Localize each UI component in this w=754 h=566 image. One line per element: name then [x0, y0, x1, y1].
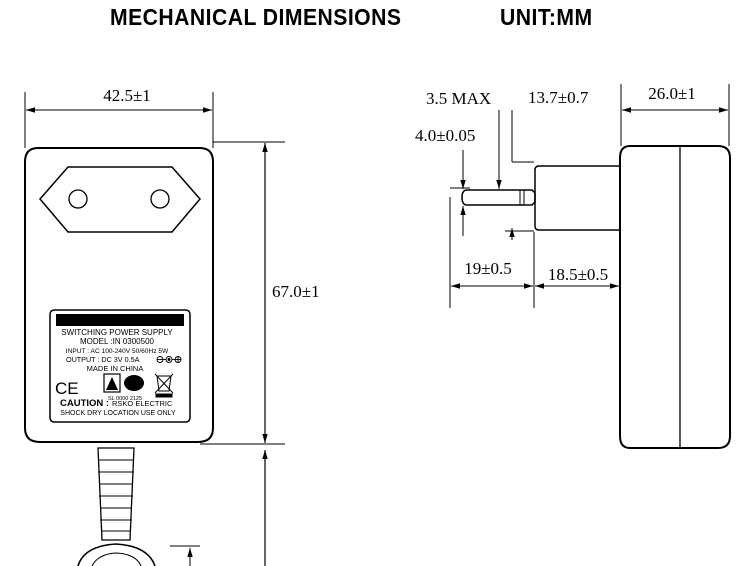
label-line3: INPUT : AC 100-240V 50/60Hz 5W	[66, 348, 169, 355]
ce-mark: CE	[55, 379, 79, 398]
caution-label: CAUTION :	[60, 398, 109, 409]
label-line1: SWITCHING POWER SUPPLY	[61, 328, 173, 337]
pin-max-text: 3.5 MAX	[426, 89, 491, 108]
product-label: 2.4V LI-ION BATTERY SWITCHING POWER SUPP…	[49, 309, 191, 423]
strain-relief-ribs	[98, 459, 134, 532]
label-line2: MODEL :IN 0300500	[80, 337, 155, 346]
label-line5: MADE IN CHINA	[87, 364, 144, 373]
width-dim-text: 42.5±1	[103, 86, 151, 105]
pin-offset-text: 13.7±0.7	[528, 88, 589, 107]
brand-label: RSKO ELECTRIC	[112, 399, 173, 408]
label-frame	[49, 309, 191, 423]
plug-face-outline	[39, 166, 201, 233]
warning-label: SHOCK DRY LOCATION USE ONLY	[60, 410, 176, 417]
label-banner	[56, 314, 184, 326]
gs-mark-icon: GS	[124, 375, 144, 391]
strain-relief	[97, 447, 135, 541]
side-body-outline	[619, 145, 731, 449]
svg-text:GS: GS	[127, 379, 140, 389]
cable-loop	[77, 543, 156, 566]
unit-label: UNIT:MM	[500, 4, 593, 30]
depth-text: 26.0±1	[648, 84, 696, 103]
height-dim-text: 67.0±1	[272, 282, 320, 301]
cert-mark-icon	[103, 373, 121, 393]
pin	[461, 189, 536, 206]
pin-hole-right	[150, 189, 170, 209]
side-view	[449, 84, 731, 449]
front-view	[24, 92, 285, 566]
plug-base	[534, 165, 621, 231]
pin-dia-text: 4.0±0.05	[415, 126, 475, 145]
drawing-title: MECHANICAL DIMENSIONS	[110, 4, 402, 30]
pin-hole-left	[68, 189, 88, 209]
pin-length-text: 19±0.5	[464, 259, 512, 278]
polarity-icon	[156, 356, 182, 363]
label-line4: OUTPUT : DC 3V 0.5A	[66, 355, 140, 364]
cert-number: SL 0000 2125	[108, 396, 142, 402]
adapter-body-outline	[24, 147, 214, 443]
pin-base-text: 18.5±0.5	[548, 265, 608, 284]
weee-bin-icon	[154, 373, 174, 398]
label-banner-text: 2.4V LI-ION BATTERY	[73, 316, 167, 326]
cable-loop-inner	[91, 552, 142, 566]
